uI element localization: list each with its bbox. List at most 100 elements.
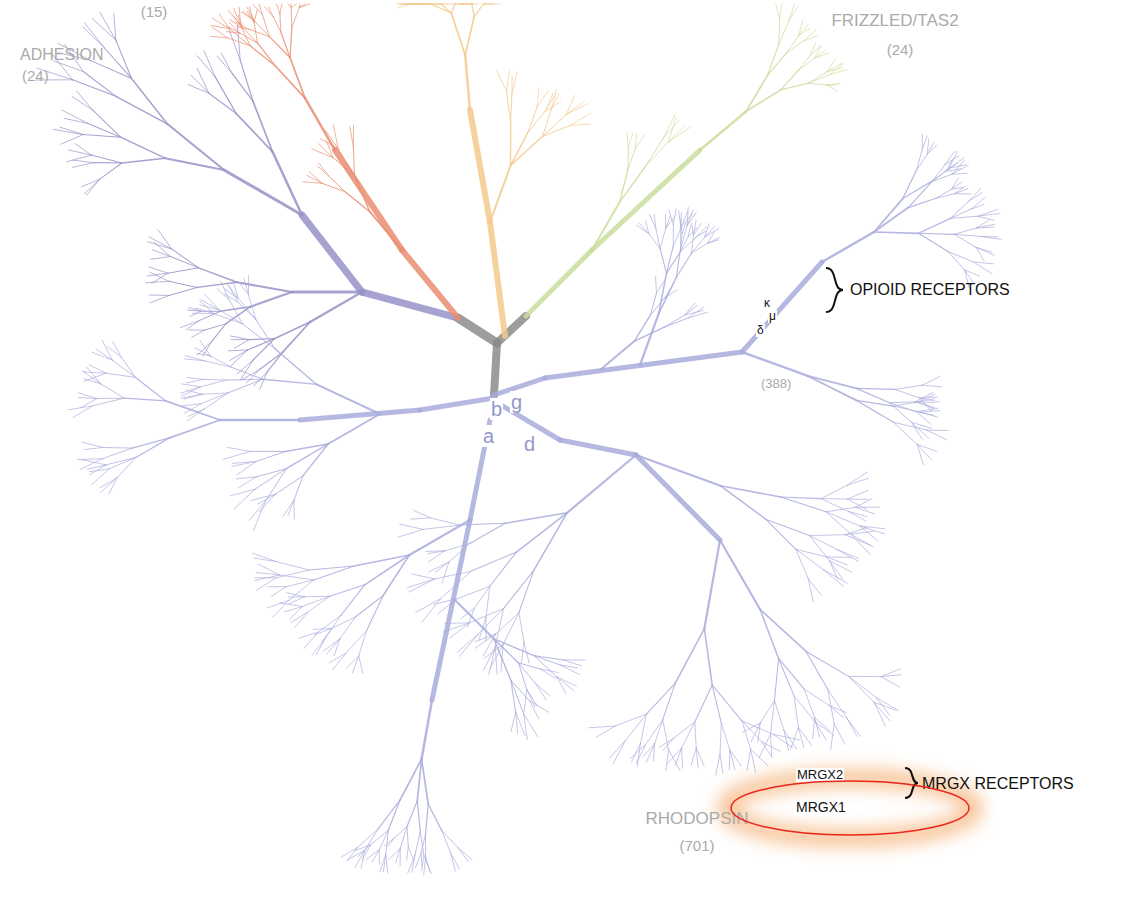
tree-branch xyxy=(855,507,874,514)
tree-branch xyxy=(952,165,969,174)
tree-branch xyxy=(260,352,283,369)
tree-branch xyxy=(290,27,292,57)
tree-branch xyxy=(511,712,516,732)
tree-branch xyxy=(203,379,226,381)
tree-branch xyxy=(204,324,225,330)
tree-branch xyxy=(412,574,435,579)
tree-branch xyxy=(691,748,696,765)
tree-branch xyxy=(243,11,254,20)
tree-branch xyxy=(762,742,773,758)
tree-branch xyxy=(681,225,688,248)
tree-branch xyxy=(458,318,497,343)
tree-branch xyxy=(277,4,280,14)
tree-branch xyxy=(341,847,357,857)
tree-branch xyxy=(87,465,106,469)
tree-branch xyxy=(660,229,666,249)
tree-branch xyxy=(542,115,566,137)
tree-branch xyxy=(426,550,445,552)
tree-branch xyxy=(563,660,581,666)
tree-branch xyxy=(379,850,380,865)
tree-branch xyxy=(848,511,866,521)
tree-branch xyxy=(798,727,803,747)
tree-branch xyxy=(945,151,955,165)
tree-branch xyxy=(291,612,309,623)
tree-branch xyxy=(918,233,954,234)
tree-branch xyxy=(181,384,200,387)
tree-branch xyxy=(692,243,708,253)
tree-branch xyxy=(796,549,808,579)
tree-branch xyxy=(416,853,422,867)
tree-branch xyxy=(915,402,934,409)
tree-branch xyxy=(428,804,442,831)
branch-letter: a xyxy=(482,425,495,447)
tree-branch xyxy=(64,118,87,123)
tree-branch xyxy=(470,110,490,222)
tree-branch xyxy=(408,847,413,860)
tree-branch xyxy=(641,714,647,743)
tree-branch xyxy=(787,36,799,53)
tree-branch xyxy=(182,387,201,396)
tree-branch xyxy=(407,4,426,5)
tree-branch xyxy=(254,501,266,530)
tree-branch xyxy=(751,749,756,772)
tree-branch xyxy=(781,70,799,90)
tree-branch xyxy=(516,712,525,735)
tree-branch xyxy=(620,166,646,202)
tree-branch xyxy=(881,675,901,677)
tree-branch xyxy=(950,216,977,218)
tree-branch xyxy=(276,570,309,578)
tree-branch xyxy=(484,644,503,658)
tree-branch xyxy=(848,490,868,499)
tree-branch xyxy=(918,218,950,233)
tree-branch xyxy=(665,214,666,229)
tree-branch xyxy=(283,322,310,352)
tree-branch xyxy=(443,623,469,632)
tree-branch xyxy=(927,430,947,440)
tree-branch xyxy=(407,847,409,860)
tree-branch xyxy=(262,14,269,36)
tree-branch xyxy=(628,147,629,169)
branch-letter: b xyxy=(490,398,503,420)
tree-branch xyxy=(646,221,649,234)
tree-branch xyxy=(666,246,673,274)
tree-branch xyxy=(646,142,668,166)
tree-branch xyxy=(243,324,275,349)
tree-branch xyxy=(299,632,319,638)
group-label: OPIOID RECEPTORS xyxy=(850,281,1010,299)
tree-branch xyxy=(132,78,168,123)
tree-branch xyxy=(441,4,451,13)
tree-branch xyxy=(669,750,681,771)
tree-branch xyxy=(766,520,809,536)
tree-branch xyxy=(804,36,817,41)
tree-branch xyxy=(845,531,873,534)
receptor-label: MRGX2 xyxy=(796,768,844,782)
tree-branch xyxy=(770,734,771,756)
tree-branch xyxy=(921,411,940,413)
tree-branch xyxy=(340,617,355,639)
tree-branch xyxy=(507,71,510,92)
family-count: (701) xyxy=(679,838,714,855)
tree-branch xyxy=(275,66,305,98)
tree-branch xyxy=(200,305,219,310)
tree-branch xyxy=(636,455,720,540)
tree-branch xyxy=(470,523,505,543)
tree-branch xyxy=(398,529,423,537)
tree-branch xyxy=(149,294,169,296)
tree-branch xyxy=(230,20,243,29)
tree-branch xyxy=(420,4,426,5)
tree-branch xyxy=(954,234,980,236)
tree-branch xyxy=(199,311,221,321)
tree-branch xyxy=(592,202,620,250)
tree-branch xyxy=(210,36,227,37)
tree-branch xyxy=(646,138,664,166)
tree-branch xyxy=(479,618,486,640)
tree-branch xyxy=(952,173,968,174)
tree-branch xyxy=(628,134,632,147)
tree-branch xyxy=(211,356,231,367)
tree-branch xyxy=(284,606,302,612)
tree-branch xyxy=(189,329,204,330)
tree-branch xyxy=(255,575,280,580)
tree-branch xyxy=(894,402,919,406)
tree-branch xyxy=(630,745,645,758)
tree-branch xyxy=(922,136,927,150)
